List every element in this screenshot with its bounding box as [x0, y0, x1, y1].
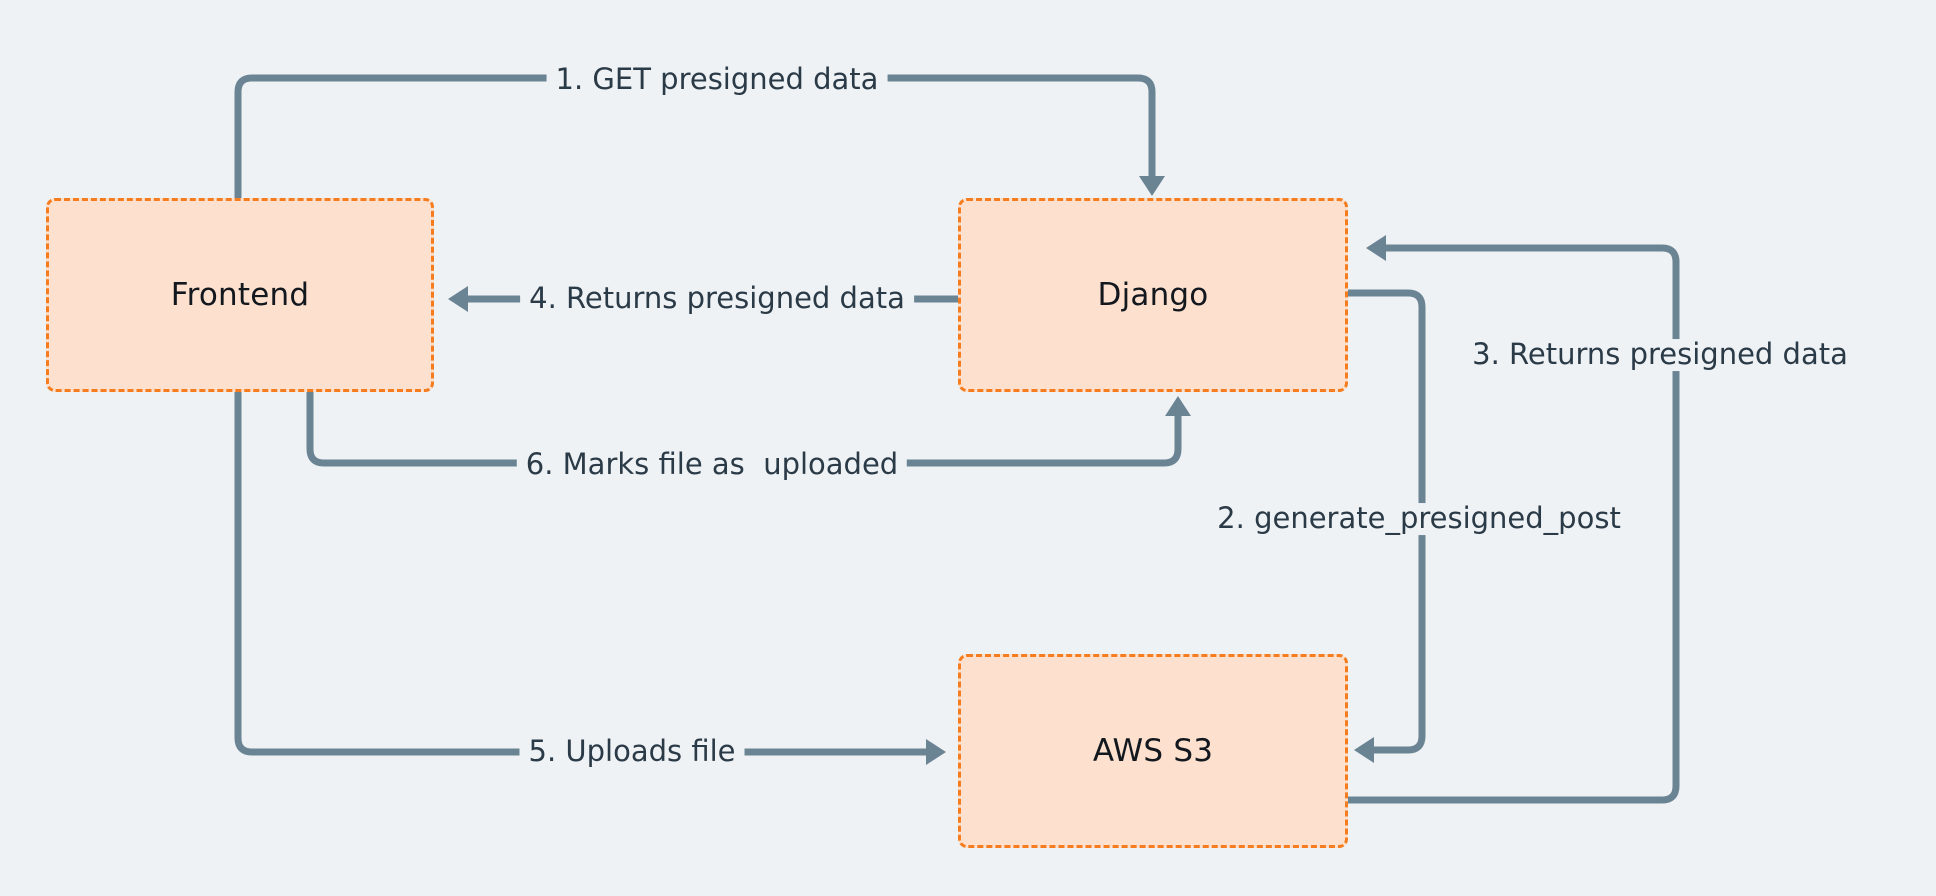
arrowhead-icon	[926, 739, 946, 765]
edge-path	[234, 388, 932, 756]
edge-path	[1344, 244, 1680, 804]
node-label: Django	[1097, 277, 1209, 313]
edge-label-e3: 3. Returns presigned data	[1463, 338, 1857, 371]
node-frontend[interactable]: Frontend	[46, 198, 434, 392]
edge-label-e1: 1. GET presigned data	[546, 63, 888, 96]
edge-e3	[1344, 235, 1680, 804]
node-label: Frontend	[170, 277, 310, 313]
arrowhead-icon	[1165, 396, 1191, 416]
node-django[interactable]: Django	[958, 198, 1348, 392]
arrowhead-icon	[1139, 176, 1165, 196]
arrowhead-icon	[1366, 235, 1386, 261]
edge-label-e5: 5. Uploads file	[519, 735, 745, 768]
edge-label-e6: 6. Marks file as uploaded	[516, 448, 908, 481]
node-label: AWS S3	[1092, 733, 1214, 769]
edge-e5	[234, 388, 946, 765]
edge-label-e4: 4. Returns presigned data	[520, 282, 914, 315]
arrowhead-icon	[448, 286, 468, 312]
edge-label-e2: 2. generate_presigned_post	[1208, 502, 1630, 535]
arrowhead-icon	[1354, 737, 1374, 763]
node-aws_s3[interactable]: AWS S3	[958, 654, 1348, 848]
